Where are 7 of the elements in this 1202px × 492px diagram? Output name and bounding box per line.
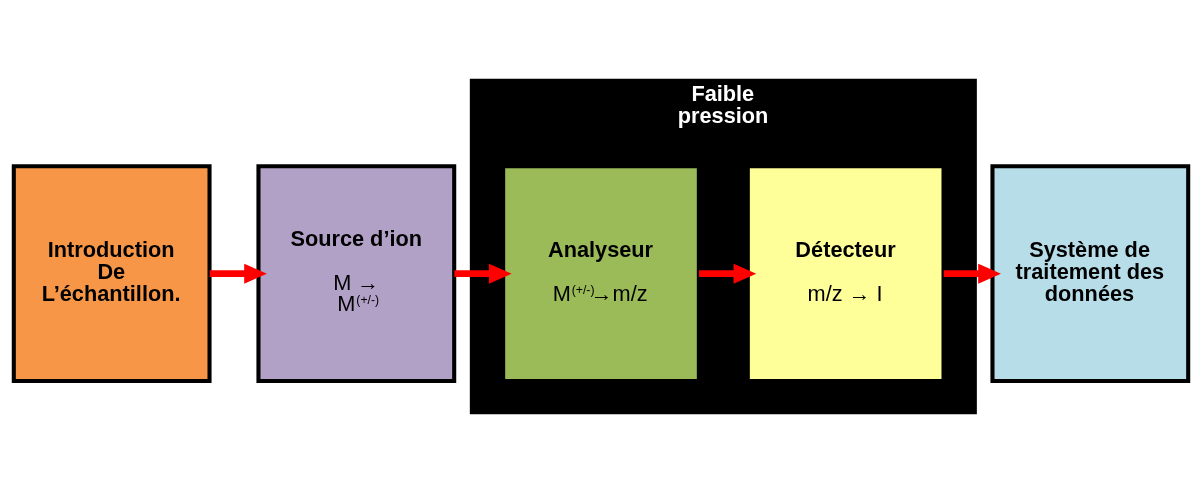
arrow <box>943 263 1001 284</box>
node-box: Introduction De L’échantillon. <box>11 163 212 383</box>
node-box: Système de traitement des données <box>990 163 1191 383</box>
arrow <box>454 263 512 284</box>
arrow <box>699 263 757 284</box>
node-box: Source d’ion M → M$^{(+/-)}$ <box>256 163 457 383</box>
arrow <box>209 263 267 284</box>
